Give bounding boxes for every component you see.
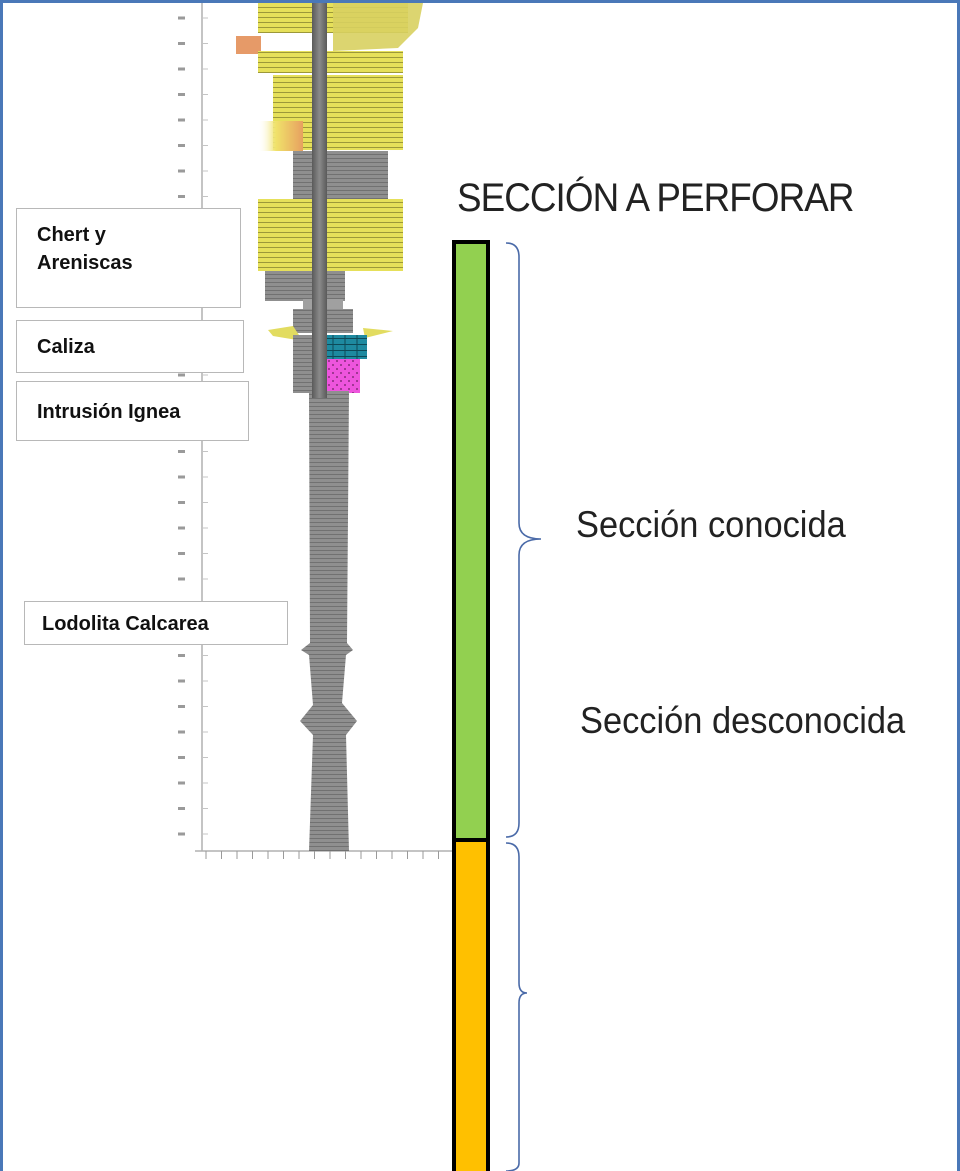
depth-tick-label <box>178 552 185 555</box>
label-chert-text: Chert y Areniscas <box>37 224 133 274</box>
depth-tick-label <box>178 832 185 836</box>
lodolita-column <box>300 391 357 851</box>
depth-tick-label <box>178 118 185 122</box>
depth-tick-label <box>178 475 185 479</box>
depth-tick-label <box>178 730 185 734</box>
depth-tick-label <box>178 93 185 96</box>
depth-tick-label <box>178 195 185 198</box>
horizontal-axis <box>195 850 458 859</box>
label-chert-areniscas: Chert y Areniscas <box>16 208 241 308</box>
unknown-section-label: Sección desconocida <box>580 700 906 741</box>
depth-tick-label <box>178 654 185 657</box>
wellbore-pipe <box>312 3 327 398</box>
well-log-diagram <box>178 3 542 1171</box>
label-lodolita-calcarea: Lodolita Calcarea <box>24 601 288 645</box>
depth-tick-label <box>178 450 185 453</box>
intrusion-layer <box>327 359 360 393</box>
depth-tick-label <box>178 16 185 20</box>
depth-tick-label <box>178 67 185 71</box>
unknown-section-bar <box>452 838 490 1171</box>
depth-tick-label <box>178 373 185 377</box>
depth-tick-label <box>178 577 185 581</box>
known-section-bar <box>452 240 490 842</box>
depth-tick-label <box>178 42 185 45</box>
depth-tick-label <box>178 501 185 504</box>
depth-tick-label <box>178 807 185 810</box>
diagram-title: SECCIÓN A PERFORAR <box>457 176 854 220</box>
label-intrusion-ignea: Intrusión Ignea <box>16 381 249 441</box>
depth-tick-label <box>178 144 185 147</box>
known-section-label: Sección conocida <box>576 504 846 545</box>
unknown-section-bracket <box>505 842 528 1171</box>
caliza-layer <box>325 335 367 359</box>
horizontal-axis-ticks <box>205 851 439 859</box>
depth-tick-label <box>178 526 185 530</box>
label-caliza: Caliza <box>16 320 244 373</box>
depth-tick-label <box>178 781 185 785</box>
known-section-bracket <box>505 242 542 838</box>
depth-tick-label <box>178 705 185 708</box>
depth-tick-label <box>178 169 185 173</box>
depth-tick-label <box>178 756 185 759</box>
depth-tick-label <box>178 679 185 683</box>
upper-lithology-column <box>236 3 423 341</box>
